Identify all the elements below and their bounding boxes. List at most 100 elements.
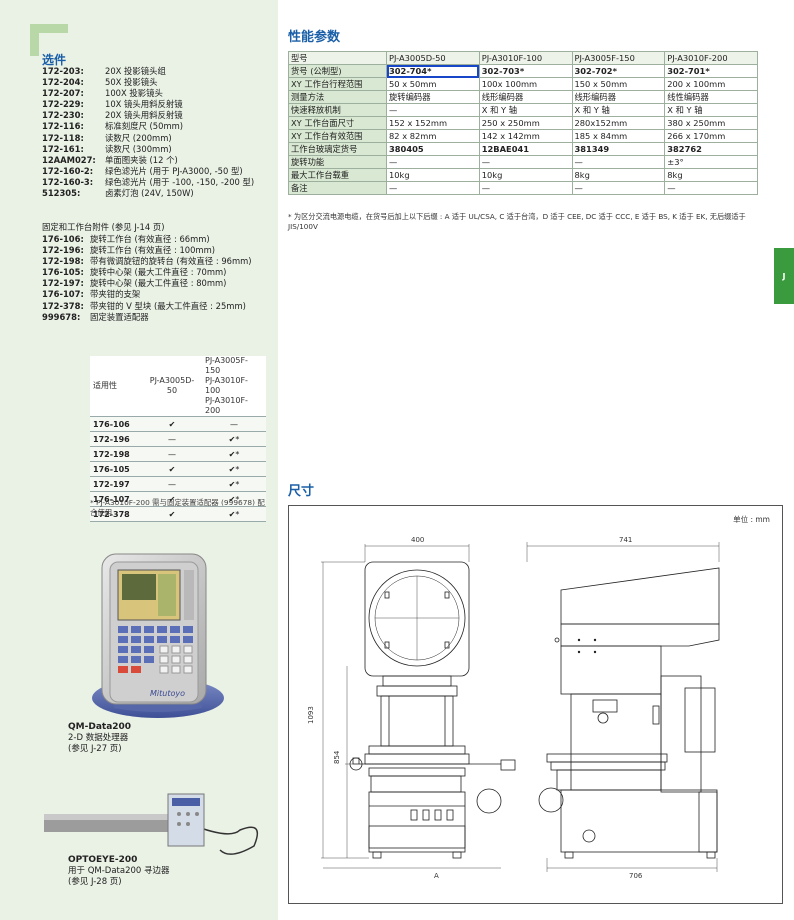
compat-row: 176-107✔✔*: [90, 491, 266, 507]
option-row: 172-160-2:绿色滤光片 (用于 PJ-A3000, -50 型): [42, 166, 254, 177]
option-desc: 旋转中心架 (最大工件直径 : 70mm): [90, 267, 227, 278]
spec-row: 备注————: [288, 181, 758, 195]
spec-value: —: [478, 181, 573, 195]
spec-value: X 和 Y 轴: [664, 103, 758, 117]
compat-row: 176-106✔—: [90, 416, 266, 432]
fixtures-list: 176-106:旋转工作台 (有效直径 : 66mm)172-196:旋转工作台…: [42, 234, 252, 323]
spec-value: X 和 Y 轴: [478, 103, 573, 117]
compat-mark-b: —: [202, 416, 266, 432]
compat-mark-a: —: [142, 446, 202, 462]
spec-value: 302-702*: [571, 64, 666, 78]
option-code: 172-198:: [42, 256, 84, 267]
option-code: 172-160-2:: [42, 165, 94, 176]
option-desc: 绿色滤光片 (用于 -100, -150, -200 型): [105, 176, 255, 187]
compat-mark-b: ✔*: [202, 506, 266, 522]
compat-code: 176-106: [90, 416, 142, 432]
option-row: 172-116: 标准刻度尺 (50mm): [42, 121, 254, 132]
option-row: 12AAM027:单面图夹装 (12 个): [42, 155, 254, 166]
spec-value: 100x 100mm: [478, 77, 573, 91]
option-desc: 旋转中心架 (最大工件直径 : 80mm): [90, 278, 227, 289]
dim-side-width: 741: [619, 536, 632, 544]
option-code: 12AAM027:: [42, 154, 96, 165]
spec-value: 线形编码器: [478, 90, 573, 104]
compat-mark-a: —: [142, 476, 202, 492]
optoeye-200-caption: OPTOEYE-200 用于 QM-Data200 寻边器 (参见 J-28 页…: [68, 855, 170, 888]
compat-row: 172-378✔✔*: [90, 506, 266, 522]
option-row: 172-229:10X 镜头用斜反射镜: [42, 99, 254, 110]
spec-row: 测量方法旋转编码器线形编码器线形编码器线性编码器: [288, 90, 758, 104]
compat-code: 172-378: [90, 506, 142, 522]
option-code: 172-118:: [42, 132, 84, 143]
spec-column-header: 型号: [288, 51, 387, 65]
option-code: 172-197:: [42, 278, 84, 289]
spec-value: 250 x 250mm: [478, 116, 573, 130]
option-code: 172-378:: [42, 300, 84, 311]
compat-mark-a: ✔: [142, 491, 202, 507]
option-desc: 50X 投影镜头: [105, 77, 158, 88]
spec-row: 旋转功能———±3°: [288, 155, 758, 169]
chapter-tab: J: [774, 248, 794, 304]
option-row: 172-118:读数尺 (200mm): [42, 133, 254, 144]
spec-value: —: [386, 181, 480, 195]
compat-code: 176-107: [90, 491, 142, 507]
qm-data200-image: Mitutoyo: [92, 553, 224, 718]
option-code: 999678:: [42, 311, 81, 322]
product-name: QM-Data200: [68, 722, 132, 732]
option-row: 172-203:20X 投影镜头组: [42, 66, 254, 77]
option-code: 172-203:: [42, 66, 84, 76]
product-ref: (参见 J-27 页): [68, 744, 122, 754]
specs-title: 性能参数: [288, 30, 341, 45]
product-desc: 用于 QM-Data200 寻边器: [68, 866, 170, 876]
dim-table-height: 854: [333, 750, 341, 764]
option-row: 172-198:带有微调旋钮的旋转台 (有效直径 : 96mm): [42, 256, 252, 267]
dimensions-drawing-box: 单位 : mm: [288, 505, 783, 904]
dimensions-title: 尺寸: [288, 484, 315, 499]
compat-mark-a: ✔: [142, 506, 202, 522]
spec-value: 381349: [571, 142, 666, 156]
qm-brand-logo: Mitutoyo: [150, 689, 185, 698]
option-desc: 带夹钳的支架: [90, 289, 141, 300]
spec-value: —: [664, 181, 758, 195]
dim-total-height: 1093: [307, 706, 315, 724]
spec-value: —: [386, 155, 480, 169]
compat-code: 172-198: [90, 446, 142, 462]
spec-value: 旋转编码器: [386, 90, 480, 104]
spec-value: 线形编码器: [571, 90, 666, 104]
spec-value: 302-703*: [478, 64, 573, 78]
option-code: 172-116:: [42, 121, 84, 132]
option-row: 172-204:50X 投影镜头: [42, 77, 254, 88]
product-ref: (参见 J-28 页): [68, 877, 122, 887]
section-corner-mark: [30, 24, 68, 56]
spec-value: 302-701*: [664, 64, 758, 78]
compat-head-model: PJ-A3005F-150: [205, 356, 248, 375]
product-desc: 2-D 数据处理器: [68, 733, 129, 743]
spec-row-label: 货号 (公制型): [288, 64, 387, 78]
option-desc: 卤素灯泡 (24V, 150W): [105, 188, 194, 199]
compat-code: 176-105: [90, 461, 142, 477]
option-code: 172-160-3:: [42, 176, 94, 187]
spec-value: 10kg: [386, 168, 480, 182]
option-row: 172-378:带夹钳的 V 型块 (最大工件直径 : 25mm): [42, 301, 252, 312]
option-desc: 标准刻度尺 (50mm): [105, 121, 184, 132]
compat-head-col1: PJ-A3005D-50: [142, 356, 202, 417]
compat-mark-a: —: [142, 431, 202, 447]
spec-value: 142 x 142mm: [478, 129, 573, 143]
option-desc: 固定装置适配器: [90, 311, 149, 322]
spec-row-label: XY 工作台面尺寸: [288, 116, 387, 130]
optoeye-200-image: [44, 793, 258, 855]
spec-row-label: 测量方法: [288, 90, 387, 104]
spec-row-label: XY 工作台行程范围: [288, 77, 387, 91]
compatibility-table: 适用性 PJ-A3005D-50 PJ-A3005F-150 PJ-A3010F…: [90, 356, 266, 522]
options-title: 选件: [42, 53, 67, 67]
spec-value: 380405: [386, 142, 480, 156]
spec-value: —: [571, 181, 666, 195]
spec-value: 8kg: [571, 168, 666, 182]
